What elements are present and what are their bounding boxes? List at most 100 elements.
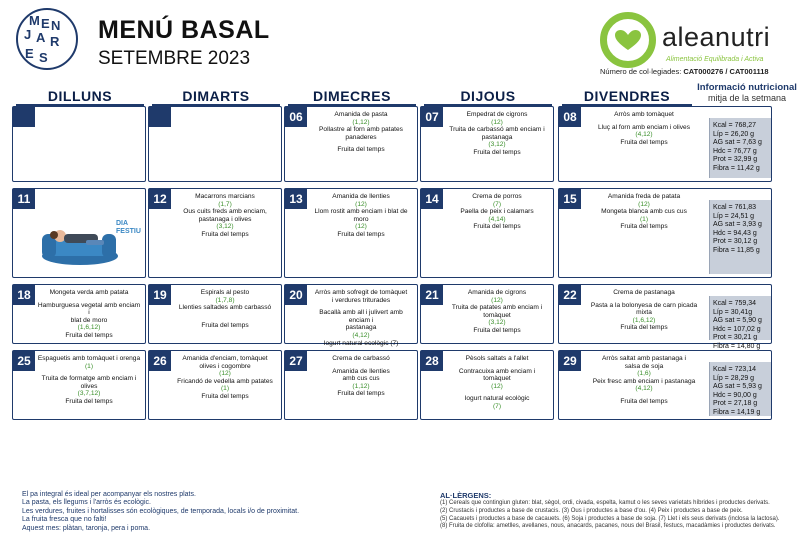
nutrition-value: Fibra = 14,80 g [713,342,761,350]
day-header-underline [424,104,552,106]
day-number: 22 [559,285,581,305]
menu-dish: Llom rostit amb enciam i blat de moro [314,208,408,223]
colleg-label: Número de col·legiades: [600,67,682,76]
menu-dish: blat de moro [70,316,108,324]
day-number [13,107,35,127]
day-header: DIVENDRES [583,88,671,104]
allergen-codes: (1,7,8) [215,296,235,304]
footer-note: El pa integral és ideal per acompanyar e… [22,491,196,498]
day-number: 13 [285,189,307,209]
allergens-title: AL·LÈRGENS: [440,491,492,500]
menu-dish: Llenties saltades amb carbassó [178,304,272,312]
day-menu: Amanida freda de patata(12)Mongeta blanc… [583,193,705,275]
menu-dish: Fruita del temps [201,392,249,400]
day-header: DIMECRES [313,88,391,104]
allergen-codes: (7) [492,402,502,410]
menu-dish: Iogurt natural ecològic [464,395,530,403]
logo-letter: M [29,13,40,28]
menu-dish: Fruita del temps [620,397,668,405]
day-number: 18 [13,285,35,305]
allergens-legend: AL·LÈRGENS: (1) Cereals que contingiun g… [440,491,780,531]
nutrition-value: Fibra = 14,19 g [713,408,761,416]
allergen-codes: (7) [492,200,502,208]
allergen-codes: (1,6) [637,370,651,378]
nutrition-value: AG sat = 3,93 g [713,221,762,229]
day-header-underline [152,104,280,106]
day-number: 07 [421,107,443,127]
menu-dish: Fruita del temps [473,148,521,156]
menu-dish: Pollastre al forn amb patates [319,126,403,134]
menjares-logo [16,8,78,70]
menu-dish: Contracuixa amb enciam i tomàquet [458,367,536,383]
menu-dish: Fricandó de vedella amb patates [177,377,273,385]
menu-dish: Fruita del temps [620,138,668,146]
menu-dish: Fruita del temps [473,326,521,334]
menu-dish: Bacallà amb all i julivert amb enciam i [319,309,403,324]
day-header: DIJOUS [460,88,516,104]
day-number: 08 [559,107,581,127]
heart-icon [615,30,641,50]
menu-dish: Pasta a la bolonyesa de carn picada [590,301,698,309]
allergen-codes: (1,7) [218,200,232,208]
page-title: MENÚ BASAL [98,16,270,44]
menu-dish: Arròs saltat amb pastanaga i [602,355,686,362]
menu-dish: Paella de peix i calamars [460,208,534,216]
day-menu: Amanida de llenties(12)Llom rostit amb e… [309,193,413,275]
logo-letter: R [50,34,60,49]
holiday-illustration [42,230,118,265]
allergen-codes: (12) [491,382,503,390]
nutrition-value: Fibra = 11,85 g [713,246,760,254]
holiday-word: FESTIU [116,228,141,235]
menu-dish: Empedrat de cigrons [466,111,528,118]
allergen-codes: (4,12) [352,331,370,339]
menu-dish: Arròs amb sofregit de tomàquet [314,289,408,296]
menu-dish: Fruita del temps [65,397,113,405]
page-subtitle: SETEMBRE 2023 [98,48,251,69]
day-header: DILLUNS [47,88,113,104]
nutrition-value: Líp = 24,51 g [713,212,755,220]
menu-dish: Pèsols saltats a l'allet [465,355,529,362]
allergen-item: (2) Crustacis i productes a base de crus… [440,507,743,514]
menu-dish: Amanida de pasta [334,111,388,118]
menu-dish: Amanida de llenties [332,367,390,375]
day-menu: Empedrat de cigrons(12)Truita de carbass… [445,111,549,179]
menu-dish: Arròs amb tomàquet [614,111,674,118]
nutrition-value: AG sat = 7,63 g [713,139,762,147]
menu-dish: tomàquet [483,311,511,319]
allergen-codes: (3,12) [216,223,234,231]
brand-name: aleanutri [662,22,771,52]
menu-dish: panaderes [345,133,377,141]
info-header: Informació nutricional mitja de la setma… [694,82,800,104]
menu-dish: Fruita del temps [337,146,385,154]
nutrition-value: Kcal = 759,34 [713,300,757,307]
allergen-codes: (12) [638,200,650,208]
menu-dish: pastanaga i olives [198,215,252,223]
day-cell [148,106,282,182]
day-header-underline [288,104,416,106]
menu-dish: Amanida de cigrons [467,289,527,296]
day-menu: Espirals al pesto(1,7,8)Llenties saltade… [173,289,277,341]
menu-dish: Fruita del temps [337,230,385,238]
logo-letter: A [36,30,46,45]
day-number: 12 [149,189,171,209]
day-menu: Amanida de pasta(1,12)Pollastre al forn … [309,111,413,179]
day-number: 11 [13,189,35,209]
aleanutri-logo: aleanutri Alimentació Equilibrada i Acti… [600,12,800,82]
nutrition-value: Hdc = 90,00 g [713,391,757,399]
menu-dish: Crema de pastanaga [613,289,675,296]
